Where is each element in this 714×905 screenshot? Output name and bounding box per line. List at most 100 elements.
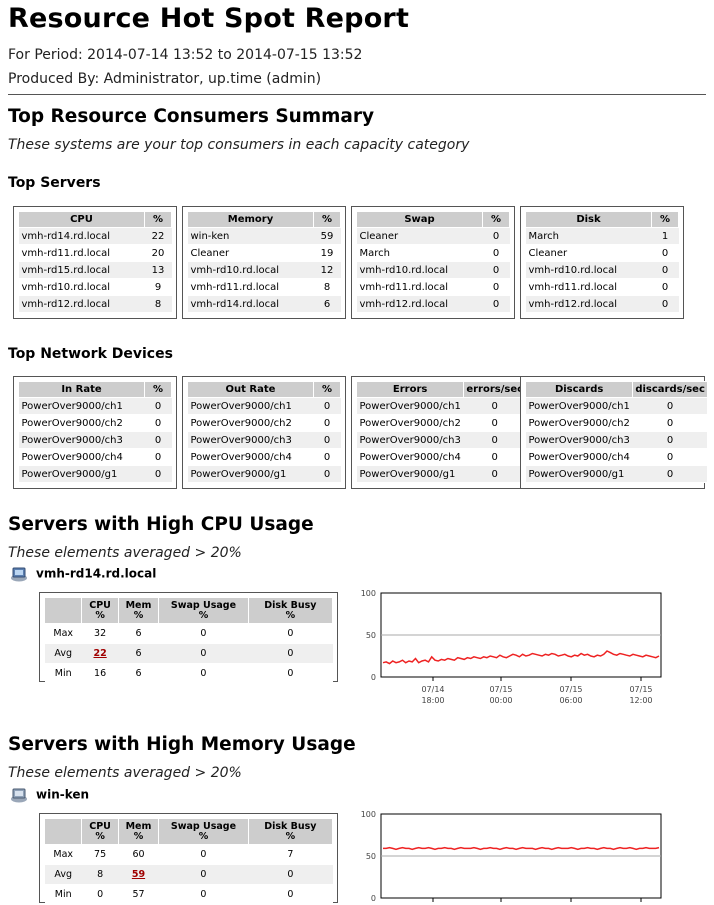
- device-name: PowerOver9000/ch4: [187, 448, 314, 466]
- value-cell: 0: [482, 278, 510, 296]
- value-cell: 13: [144, 261, 172, 279]
- series-line: [383, 846, 660, 851]
- value-cell: 0: [482, 261, 510, 279]
- stat-value: 22: [81, 643, 119, 664]
- high-mem-server[interactable]: win-ken: [10, 787, 89, 803]
- device-name: PowerOver9000/ch3: [187, 431, 314, 449]
- device-name: Cleaner: [356, 227, 483, 245]
- value-cell: 0: [463, 414, 526, 432]
- stat-label: Avg: [44, 864, 82, 885]
- stat-value: 0: [158, 663, 249, 684]
- stat-value: 59: [118, 864, 159, 885]
- top-network-heading: Top Network Devices: [8, 346, 173, 362]
- value-cell: 0: [482, 295, 510, 313]
- column-header: In Rate: [18, 381, 145, 398]
- stat-header-disk: Disk Busy%: [247, 597, 334, 624]
- column-header: Discards: [524, 381, 634, 398]
- device-name: PowerOver9000/ch4: [525, 448, 633, 466]
- device-name: vmh-rd15.rd.local: [18, 261, 145, 279]
- stat-value: 0: [158, 844, 249, 865]
- stat-header-swap: Swap Usage%: [158, 597, 249, 624]
- avg-drilldown-link[interactable]: 59: [131, 869, 146, 880]
- x-tick-date: 07/14: [421, 685, 444, 694]
- y-tick-label: 100: [361, 810, 376, 819]
- value-cell: 0: [463, 431, 526, 449]
- report-produced-by: Produced By: Administrator, up.time (adm…: [8, 71, 322, 87]
- empty-header: [43, 597, 83, 624]
- value-cell: 0: [463, 397, 526, 415]
- y-tick-label: 0: [371, 673, 376, 682]
- summary-subtitle: These systems are your top consumers in …: [8, 137, 470, 153]
- value-cell: 0: [632, 448, 708, 466]
- x-tick-date: 07/15: [559, 685, 582, 694]
- device-name: PowerOver9000/ch3: [525, 431, 633, 449]
- value-cell: 19: [313, 244, 341, 262]
- high-mem-heading: Servers with High Memory Usage: [8, 734, 356, 755]
- value-cell: 20: [144, 244, 172, 262]
- value-cell: 0: [144, 431, 172, 449]
- column-header: %: [313, 381, 341, 398]
- avg-drilldown-link[interactable]: 22: [93, 648, 107, 659]
- device-name: PowerOver9000/ch4: [18, 448, 145, 466]
- stat-header-cpu: CPU%: [81, 597, 119, 624]
- stat-header-unit: %: [198, 609, 209, 621]
- column-header: Swap: [356, 211, 483, 228]
- value-cell: 12: [313, 261, 341, 279]
- stat-header-unit: %: [95, 609, 105, 621]
- device-name: March: [356, 244, 483, 262]
- value-cell: 8: [144, 295, 172, 313]
- value-cell: 0: [313, 431, 341, 449]
- server-icon: [10, 566, 28, 582]
- stat-label: Max: [44, 844, 82, 865]
- value-cell: 0: [651, 261, 679, 279]
- device-name: vmh-rd10.rd.local: [525, 261, 652, 279]
- device-name: PowerOver9000/g1: [18, 465, 145, 483]
- device-name: Cleaner: [187, 244, 314, 262]
- high-cpu-server-name: vmh-rd14.rd.local: [36, 566, 157, 581]
- device-name: PowerOver9000/g1: [356, 465, 464, 483]
- high-cpu-server[interactable]: vmh-rd14.rd.local: [10, 566, 156, 582]
- value-cell: 0: [482, 227, 510, 245]
- device-name: vmh-rd12.rd.local: [356, 295, 483, 313]
- value-cell: 0: [632, 397, 708, 415]
- device-name: PowerOver9000/ch1: [525, 397, 633, 415]
- stat-value: 7: [248, 844, 333, 865]
- device-name: Cleaner: [525, 244, 652, 262]
- stat-header-mem: Mem%: [117, 818, 160, 845]
- stat-value: 6: [118, 623, 159, 644]
- value-cell: 0: [651, 244, 679, 262]
- x-tick-time: 12:00: [629, 696, 652, 705]
- column-header: Out Rate: [187, 381, 314, 398]
- stat-value: 32: [81, 623, 119, 644]
- device-name: March: [525, 227, 652, 245]
- stat-header-unit: %: [198, 830, 209, 842]
- column-header: %: [651, 211, 679, 228]
- column-header: Memory: [187, 211, 314, 228]
